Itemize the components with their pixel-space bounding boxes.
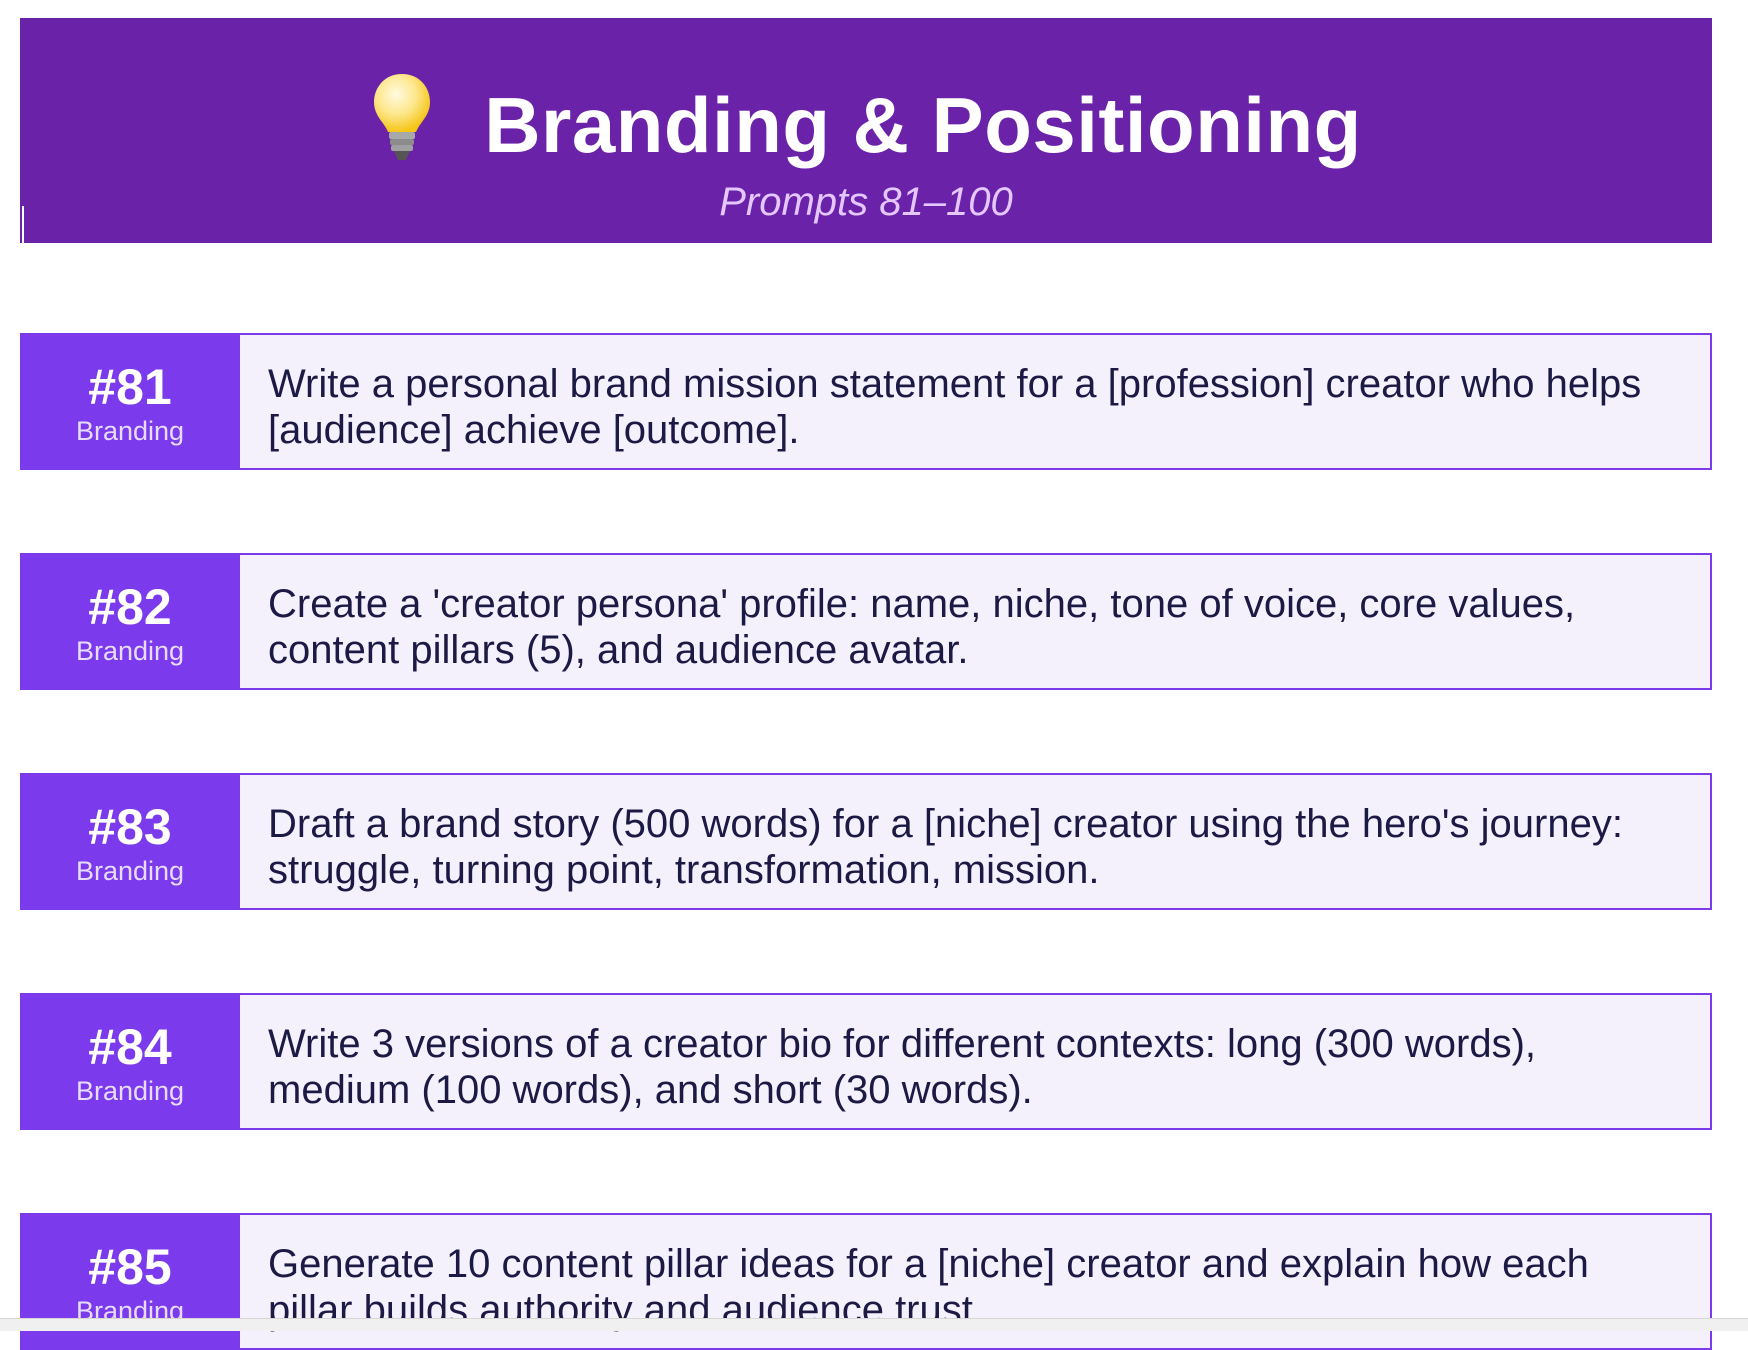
prompt-number: #84 [88, 1019, 172, 1075]
horizontal-scrollbar[interactable] [0, 1318, 1748, 1331]
prompt-badge: #83 Branding [20, 773, 240, 910]
prompt-number: #83 [88, 799, 172, 855]
prompt-number: #85 [88, 1239, 172, 1295]
prompt-badge: #81 Branding [20, 333, 240, 470]
prompt-category: Branding [75, 416, 185, 446]
prompt-category: Branding [75, 636, 185, 666]
page-subtitle: Prompts 81–100 [719, 180, 1013, 224]
prompt-text: Write a personal brand mission statement… [240, 333, 1712, 470]
prompt-text: Write 3 versions of a creator bio for di… [240, 993, 1712, 1130]
prompt-category: Branding [75, 1076, 185, 1106]
prompt-text: Draft a brand story (500 words) for a [n… [240, 773, 1712, 910]
prompt-card: #84 Branding Write 3 versions of a creat… [20, 993, 1712, 1130]
prompt-badge: #82 Branding [20, 553, 240, 690]
section-header: Branding & Positioning Prompts 81–100 [20, 18, 1712, 258]
lightbulb-icon [374, 74, 431, 160]
prompt-text: Create a 'creator persona' profile: name… [240, 553, 1712, 690]
prompt-card: #83 Branding Draft a brand story (500 wo… [20, 773, 1712, 910]
prompt-badge: #84 Branding [20, 993, 240, 1130]
prompt-number: #82 [88, 579, 172, 635]
prompt-card: #82 Branding Create a 'creator persona' … [20, 553, 1712, 690]
text-cursor [22, 206, 24, 258]
prompt-number: #81 [88, 359, 172, 415]
title-row: Branding & Positioning [20, 70, 1712, 180]
prompt-category: Branding [75, 856, 185, 886]
page-title: Branding & Positioning [484, 80, 1362, 169]
prompt-card: #81 Branding Write a personal brand miss… [20, 333, 1712, 470]
